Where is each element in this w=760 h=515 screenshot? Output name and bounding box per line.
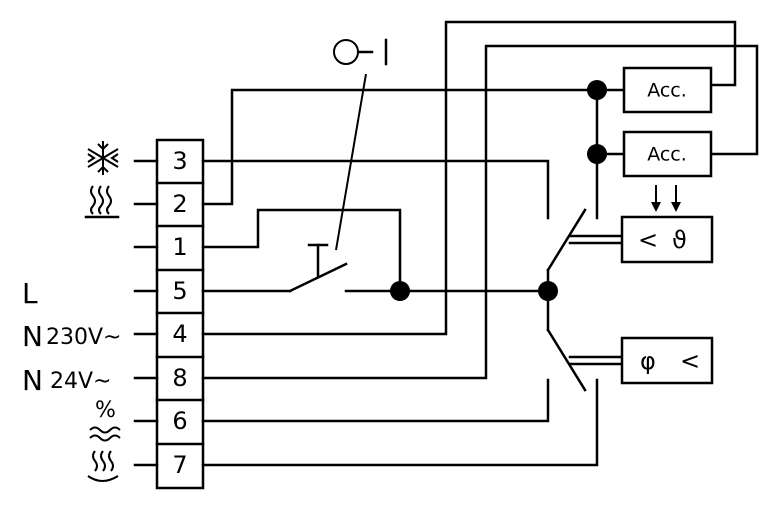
switch-leader-line — [335, 73, 367, 251]
wires — [201, 20, 759, 467]
wire-terminal-1 — [201, 208, 402, 293]
arrow-down-icon — [651, 185, 681, 212]
humidity-sensor-box — [620, 336, 714, 385]
manual-switch — [288, 38, 388, 293]
temperature-sensor: < ϑ — [620, 215, 714, 264]
terminal-number: 8 — [172, 364, 187, 392]
humidity-switch-blade — [546, 328, 587, 392]
junction-dot — [390, 281, 410, 301]
terminal-number: 4 — [172, 320, 187, 348]
wire-terminal-8 — [201, 44, 759, 380]
heating-icon — [84, 185, 120, 219]
accessory-bottom: Acc. — [622, 130, 713, 178]
wire-terminal-2 — [201, 88, 599, 206]
neutral-230-letter: N — [22, 320, 43, 353]
accessory-bottom-label: Acc. — [647, 144, 687, 166]
junction-dot — [538, 281, 558, 301]
temperature-comparator: < — [638, 226, 658, 254]
temperature-switch — [546, 208, 624, 272]
accessory-top: Acc. — [622, 66, 713, 114]
neutral-24-voltage: 24V~ — [50, 369, 111, 394]
humidity-sensor: φ < — [620, 336, 714, 385]
humidity-symbol: φ — [640, 347, 656, 375]
humidity-comparator: < — [680, 347, 700, 375]
wire-terminal-6 — [201, 378, 550, 423]
terminal-number: 7 — [172, 451, 187, 479]
humidity-switch — [546, 328, 624, 392]
floor-heating-icon — [87, 450, 119, 482]
snowflake-icon — [87, 141, 119, 175]
accessory-bottom-box — [622, 130, 713, 178]
percent-label: % — [95, 398, 116, 423]
accessory-top-label: Acc. — [647, 80, 687, 102]
terminal-number: 6 — [172, 407, 187, 435]
terminal-block: 3 2 1 5 4 8 6 7 — [133, 138, 205, 490]
terminal-number: 1 — [172, 233, 187, 261]
wire-terminal-4 — [201, 20, 737, 336]
switch-blade — [288, 262, 348, 293]
humidity-icon: % — [89, 398, 121, 442]
accessory-top-box — [622, 66, 713, 114]
temperature-sensor-box — [620, 215, 714, 264]
junction-dot — [587, 144, 607, 164]
switch-off-symbol — [333, 39, 359, 65]
neutral-24-letter: N — [22, 364, 43, 397]
neutral-230-voltage: 230V~ — [46, 325, 121, 350]
wire-terminal-3 — [201, 159, 550, 220]
terminal-number: 3 — [172, 147, 187, 175]
junction-dot — [587, 80, 607, 100]
terminal-number: 5 — [172, 277, 187, 305]
line-label: L — [22, 277, 38, 310]
temperature-switch-blade — [546, 208, 587, 272]
wire-terminal-7 — [201, 378, 599, 467]
terminal-number: 2 — [172, 190, 187, 218]
temperature-symbol: ϑ — [672, 226, 687, 254]
